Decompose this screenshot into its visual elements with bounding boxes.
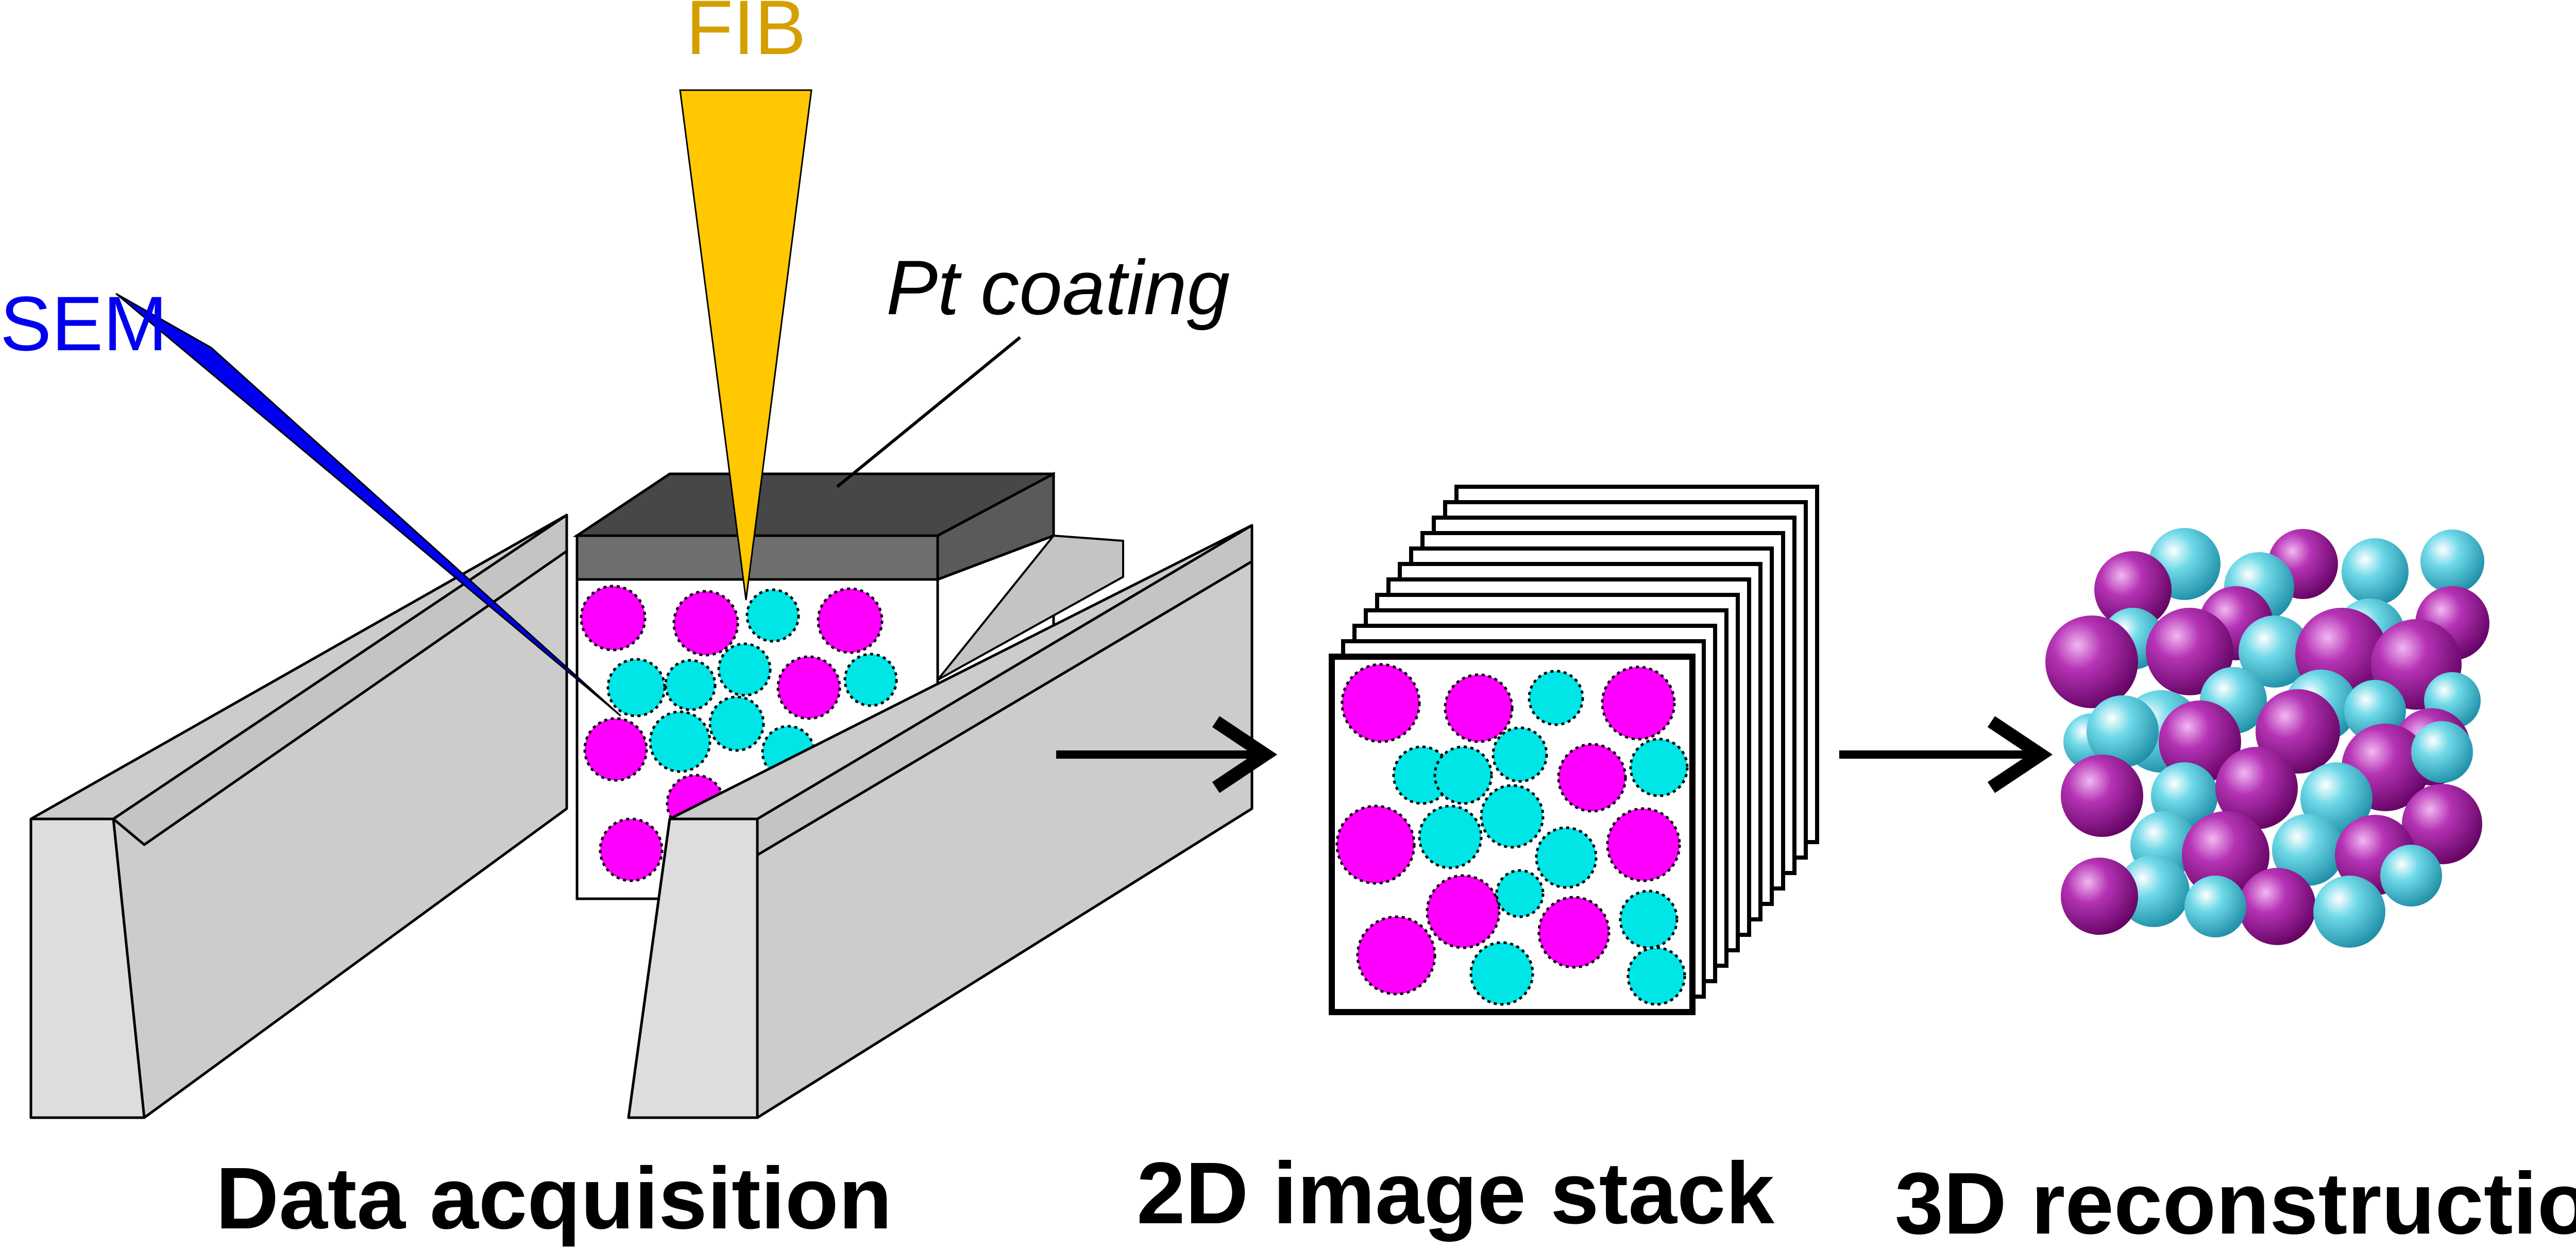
fib-label: FIB bbox=[686, 0, 806, 71]
cyan-particle bbox=[1619, 889, 1679, 949]
trench-wall-left bbox=[29, 514, 568, 1119]
caption-3d-reconstruction: 3D reconstruction bbox=[1895, 1155, 2576, 1249]
purple-sphere bbox=[2159, 700, 2241, 783]
purple-sphere bbox=[2061, 755, 2143, 837]
purple-sphere bbox=[2402, 784, 2482, 864]
cyan-sphere bbox=[2342, 538, 2409, 605]
cyan-sphere bbox=[2411, 721, 2473, 783]
magenta-particle bbox=[1606, 807, 1681, 882]
cyan-particle bbox=[649, 710, 711, 773]
cyan-particle bbox=[1418, 805, 1483, 869]
caption-data-acquisition: Data acquisition bbox=[215, 1150, 892, 1247]
magenta-particle bbox=[1356, 915, 1436, 996]
magenta-particle bbox=[1341, 663, 1421, 743]
data-acquisition-panel: FIB SEM Pt coating bbox=[0, 0, 1253, 1119]
cyan-particle bbox=[1480, 784, 1545, 849]
cyan-particle bbox=[1629, 738, 1689, 797]
caption-2d-image-stack: 2D image stack bbox=[1137, 1144, 1774, 1242]
purple-sphere bbox=[2215, 747, 2298, 829]
pt-coating-leader-line bbox=[836, 336, 1021, 488]
magenta-particle bbox=[817, 587, 884, 654]
image-stack-panel bbox=[1329, 485, 1819, 1015]
purple-sphere bbox=[2094, 551, 2172, 628]
sample-particles bbox=[580, 585, 898, 882]
cyan-sphere bbox=[2313, 876, 2385, 948]
front-slice-particles bbox=[1335, 663, 1689, 1006]
purple-sphere bbox=[2182, 811, 2269, 899]
magenta-particle bbox=[1537, 896, 1611, 969]
cyan-particle bbox=[708, 695, 765, 752]
cyan-particle bbox=[1535, 826, 1598, 889]
purple-sphere bbox=[2061, 858, 2138, 935]
magenta-particle bbox=[599, 817, 664, 882]
cyan-particle bbox=[606, 658, 666, 717]
magenta-particle bbox=[1444, 673, 1514, 743]
cyan-sphere bbox=[2087, 695, 2159, 767]
trench-wall-right bbox=[627, 524, 1253, 1119]
cyan-particle bbox=[664, 659, 717, 711]
cyan-particle bbox=[1528, 670, 1584, 726]
pt-coating-front bbox=[575, 534, 939, 581]
cyan-sphere bbox=[2239, 615, 2311, 688]
magenta-particle bbox=[1335, 805, 1416, 885]
purple-sphere bbox=[2146, 608, 2233, 695]
magenta-particle bbox=[583, 717, 648, 782]
cyan-particle bbox=[843, 653, 898, 707]
pt-coating-label: Pt coating bbox=[886, 244, 1230, 331]
cyan-particle bbox=[717, 642, 772, 697]
sem-label: SEM bbox=[0, 280, 167, 367]
magenta-particle bbox=[1426, 874, 1501, 949]
cyan-particle bbox=[1626, 946, 1686, 1006]
cyan-particle bbox=[745, 588, 800, 643]
magenta-particle bbox=[672, 590, 739, 657]
magenta-particle bbox=[1601, 665, 1676, 741]
cyan-particle bbox=[1495, 869, 1545, 918]
3d-reconstruction-spheres bbox=[2045, 528, 2489, 948]
cyan-particle bbox=[1492, 726, 1548, 783]
magenta-particle bbox=[1557, 743, 1627, 813]
sem-beam bbox=[115, 293, 622, 717]
cyan-sphere bbox=[2380, 845, 2442, 906]
purple-sphere bbox=[2045, 615, 2138, 708]
purple-sphere bbox=[2239, 868, 2316, 945]
magenta-particle bbox=[580, 585, 647, 652]
cyan-particle bbox=[1469, 941, 1534, 1006]
magenta-particle bbox=[776, 655, 841, 720]
cyan-sphere bbox=[2272, 814, 2344, 886]
cyan-particle bbox=[1433, 745, 1493, 805]
cyan-sphere bbox=[2184, 876, 2246, 937]
cyan-sphere bbox=[2420, 529, 2484, 593]
fib-beam bbox=[679, 89, 812, 601]
